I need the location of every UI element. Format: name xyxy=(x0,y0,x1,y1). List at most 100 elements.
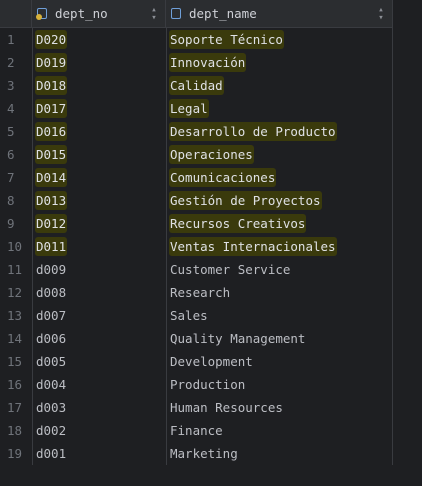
table-row[interactable]: 5 D016 Desarrollo de Producto xyxy=(0,120,393,143)
cell-dept-no[interactable]: D013 xyxy=(32,189,166,212)
cell-dept-no[interactable]: d008 xyxy=(32,281,166,304)
cell-dept-no[interactable]: D011 xyxy=(32,235,166,258)
cell-dept-name[interactable]: Innovación xyxy=(166,51,393,74)
sort-arrows-icon[interactable]: ▴▾ xyxy=(378,4,384,23)
row-number[interactable]: 14 xyxy=(7,331,23,346)
table-row[interactable]: 13 d007 Sales xyxy=(0,304,393,327)
cell-dept-no[interactable]: d009 xyxy=(32,258,166,281)
row-number[interactable]: 2 xyxy=(7,55,15,70)
cell-dept-name[interactable]: Calidad xyxy=(166,74,393,97)
cell-text: D018 xyxy=(36,78,67,93)
row-number[interactable]: 15 xyxy=(7,354,23,369)
sort-arrows-icon[interactable]: ▴▾ xyxy=(151,4,157,23)
cell-dept-no[interactable]: d002 xyxy=(32,419,166,442)
cell-dept-name[interactable]: Sales xyxy=(166,304,393,327)
table-row[interactable]: 19 d001 Marketing xyxy=(0,442,393,465)
row-number[interactable]: 12 xyxy=(7,285,23,300)
cell-dept-no[interactable]: D019 xyxy=(32,51,166,74)
table-row[interactable]: 14 d006 Quality Management xyxy=(0,327,393,350)
cell-dept-name[interactable]: Recursos Creativos xyxy=(166,212,393,235)
row-number[interactable]: 3 xyxy=(7,78,15,93)
column-header-label: dept_no xyxy=(55,6,108,21)
cell-dept-name[interactable]: Ventas Internacionales xyxy=(166,235,393,258)
cell-dept-name[interactable]: Comunicaciones xyxy=(166,166,393,189)
row-number[interactable]: 11 xyxy=(7,262,23,277)
search-highlight xyxy=(169,145,254,164)
cell-text: Finance xyxy=(170,423,223,438)
cell-dept-no[interactable]: d006 xyxy=(32,327,166,350)
row-number[interactable]: 13 xyxy=(7,308,23,323)
row-number[interactable]: 17 xyxy=(7,400,23,415)
cell-dept-name[interactable]: Customer Service xyxy=(166,258,393,281)
cell-text: d006 xyxy=(36,331,67,346)
row-number-header[interactable] xyxy=(0,0,32,27)
cell-dept-name[interactable]: Human Resources xyxy=(166,396,393,419)
cell-dept-name[interactable]: Desarrollo de Producto xyxy=(166,120,393,143)
table-row[interactable]: 6 D015 Operaciones xyxy=(0,143,393,166)
row-number[interactable]: 1 xyxy=(7,32,15,47)
table-row[interactable]: 8 D013 Gestión de Proyectos xyxy=(0,189,393,212)
cell-dept-name[interactable]: Legal xyxy=(166,97,393,120)
cell-text: Soporte Técnico xyxy=(170,32,283,47)
cell-text: Desarrollo de Producto xyxy=(170,124,336,139)
cell-dept-no[interactable]: D012 xyxy=(32,212,166,235)
cell-dept-name[interactable]: Operaciones xyxy=(166,143,393,166)
row-number[interactable]: 16 xyxy=(7,377,23,392)
table-row[interactable]: 10 D011 Ventas Internacionales xyxy=(0,235,393,258)
table-row[interactable]: 3 D018 Calidad xyxy=(0,74,393,97)
row-number[interactable]: 8 xyxy=(7,193,15,208)
cell-dept-name[interactable]: Marketing xyxy=(166,442,393,465)
cell-dept-no[interactable]: d005 xyxy=(32,350,166,373)
cell-text: D011 xyxy=(36,239,67,254)
cell-dept-no[interactable]: d007 xyxy=(32,304,166,327)
cell-dept-name[interactable]: Finance xyxy=(166,419,393,442)
cell-dept-no[interactable]: D018 xyxy=(32,74,166,97)
cell-dept-no[interactable]: D016 xyxy=(32,120,166,143)
table-row[interactable]: 4 D017 Legal xyxy=(0,97,393,120)
cell-dept-name[interactable]: Development xyxy=(166,350,393,373)
cell-text: D015 xyxy=(36,147,67,162)
row-number[interactable]: 6 xyxy=(7,147,15,162)
cell-dept-name[interactable]: Soporte Técnico xyxy=(166,28,393,51)
column-header-label: dept_name xyxy=(189,6,257,21)
cell-dept-name[interactable]: Production xyxy=(166,373,393,396)
row-number[interactable]: 7 xyxy=(7,170,15,185)
cell-text: Sales xyxy=(170,308,208,323)
table-row[interactable]: 18 d002 Finance xyxy=(0,419,393,442)
row-number[interactable]: 10 xyxy=(7,239,23,254)
cell-dept-no[interactable]: d004 xyxy=(32,373,166,396)
column-header-dept-no[interactable]: dept_no ▴▾ xyxy=(32,0,166,27)
cell-dept-no[interactable]: D015 xyxy=(32,143,166,166)
column-header-dept-name[interactable]: dept_name ▴▾ xyxy=(166,0,393,27)
cell-dept-name[interactable]: Gestión de Proyectos xyxy=(166,189,393,212)
row-number[interactable]: 18 xyxy=(7,423,23,438)
row-number[interactable]: 4 xyxy=(7,101,15,116)
cell-dept-no[interactable]: D020 xyxy=(32,28,166,51)
cell-text: d007 xyxy=(36,308,67,323)
row-number[interactable]: 9 xyxy=(7,216,15,231)
cell-dept-name[interactable]: Research xyxy=(166,281,393,304)
search-highlight xyxy=(35,122,67,141)
table-row[interactable]: 1 D020 Soporte Técnico xyxy=(0,28,393,51)
cell-text: D016 xyxy=(36,124,67,139)
cell-dept-no[interactable]: d001 xyxy=(32,442,166,465)
cell-text: Gestión de Proyectos xyxy=(170,193,321,208)
cell-dept-no[interactable]: D017 xyxy=(32,97,166,120)
cell-text: Marketing xyxy=(170,446,238,461)
search-highlight xyxy=(35,145,67,164)
row-number[interactable]: 5 xyxy=(7,124,15,139)
cell-dept-name[interactable]: Quality Management xyxy=(166,327,393,350)
row-number[interactable]: 19 xyxy=(7,446,23,461)
cell-dept-no[interactable]: D014 xyxy=(32,166,166,189)
cell-dept-no[interactable]: d003 xyxy=(32,396,166,419)
cell-text: D017 xyxy=(36,101,67,116)
